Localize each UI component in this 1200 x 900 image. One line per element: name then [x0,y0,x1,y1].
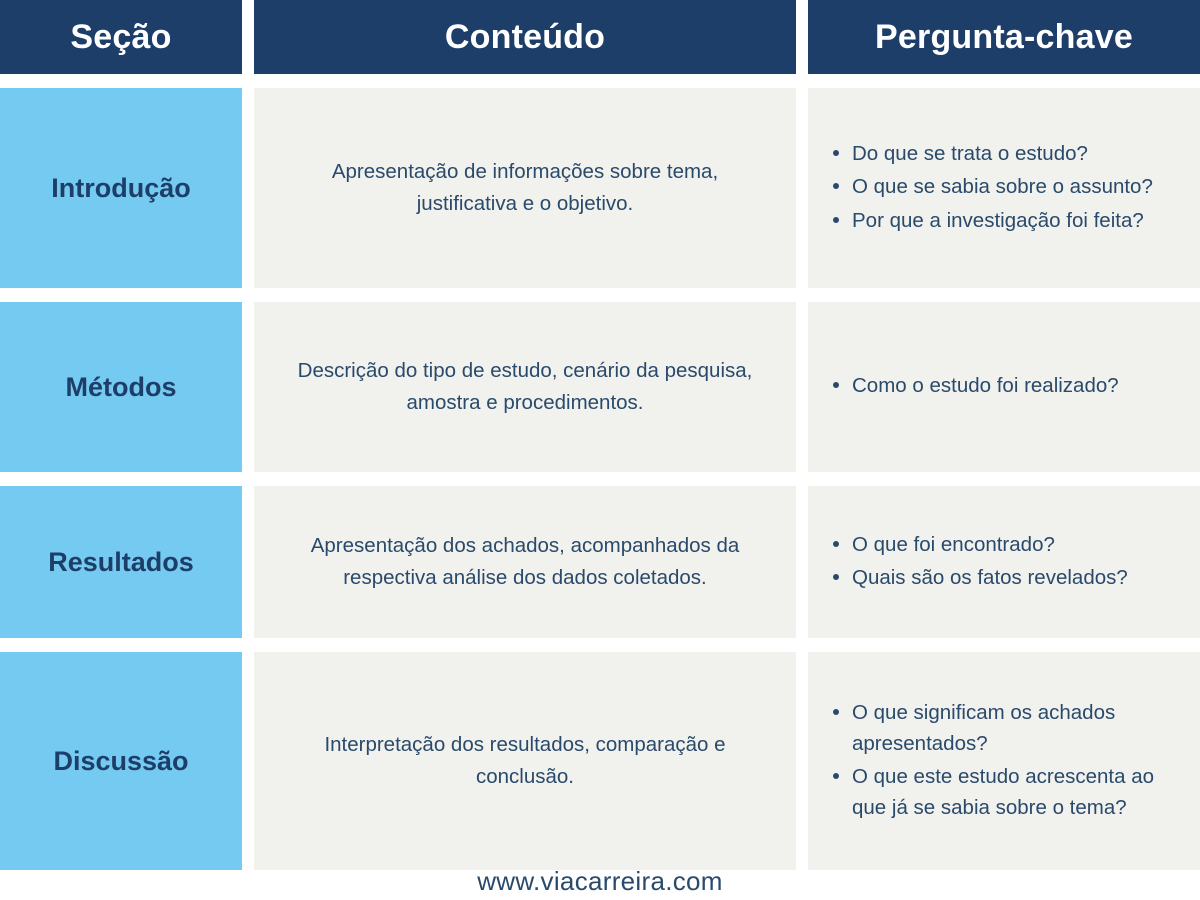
content-cell-metodos: Descrição do tipo de estudo, cenário da … [254,302,796,472]
question-cell-resultados: O que foi encontrado? Quais são os fatos… [808,486,1200,638]
list-item: Quais são os fatos revelados? [833,562,1128,593]
column-header-pergunta-chave: Pergunta-chave [808,0,1200,74]
column-header-conteudo: Conteúdo [254,0,796,74]
section-label-resultados: Resultados [0,486,242,638]
table-row: Discussão Interpretação dos resultados, … [0,652,1200,870]
list-item: O que significam os achados apresentados… [833,697,1182,759]
list-item: O que se sabia sobre o assunto? [833,171,1153,202]
question-list: O que significam os achados apresentados… [818,697,1182,826]
column-header-secao: Seção [0,0,242,74]
question-list: Como o estudo foi realizado? [818,370,1119,403]
content-cell-discussao: Interpretação dos resultados, comparação… [254,652,796,870]
footer: www.viacarreira.com [0,862,1200,900]
list-item: Do que se trata o estudo? [833,138,1153,169]
question-list: O que foi encontrado? Quais são os fatos… [818,529,1128,595]
content-cell-introducao: Apresentação de informações sobre tema, … [254,88,796,288]
footer-site-url: www.viacarreira.com [477,865,723,896]
content-cell-resultados: Apresentação dos achados, acompanhados d… [254,486,796,638]
question-cell-discussao: O que significam os achados apresentados… [808,652,1200,870]
list-item: Como o estudo foi realizado? [833,370,1119,401]
section-label-introducao: Introdução [0,88,242,288]
content-text: Descrição do tipo de estudo, cenário da … [297,359,753,414]
section-label-metodos: Métodos [0,302,242,472]
list-item: O que este estudo acrescenta ao que já s… [833,761,1182,823]
table-row: Métodos Descrição do tipo de estudo, cen… [0,302,1200,472]
table-header-row: Seção Conteúdo Pergunta-chave [0,0,1200,74]
question-cell-metodos: Como o estudo foi realizado? [808,302,1200,472]
table-row: Resultados Apresentação dos achados, aco… [0,486,1200,638]
content-text: Apresentação de informações sobre tema, … [331,160,719,215]
content-text: Interpretação dos resultados, comparação… [324,733,726,788]
list-item: O que foi encontrado? [833,529,1128,560]
list-item: Por que a investigação foi feita? [833,205,1153,236]
section-label-discussao: Discussão [0,652,242,870]
content-text: Apresentação dos achados, acompanhados d… [310,534,740,589]
table-body: Introdução Apresentação de informações s… [0,74,1200,870]
question-cell-introducao: Do que se trata o estudo? O que se sabia… [808,88,1200,288]
question-list: Do que se trata o estudo? O que se sabia… [818,138,1153,237]
table-row: Introdução Apresentação de informações s… [0,88,1200,288]
